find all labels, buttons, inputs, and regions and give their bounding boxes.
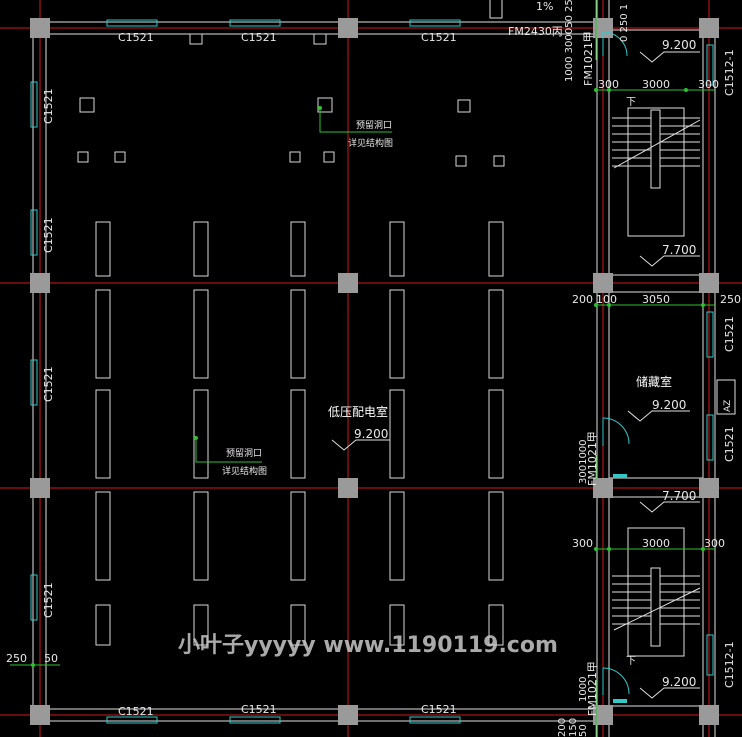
window-label-top-3: C1521 [421, 31, 457, 44]
room-label-storage: 储藏室 [636, 374, 672, 389]
watermark: 小叶子yyyyy www.1190119.com [178, 633, 558, 658]
stair-top [612, 107, 701, 237]
elevation-stair-top-a: 9.200 [662, 38, 696, 52]
az-box [716, 379, 736, 415]
dim-storage-right: 250 [720, 293, 741, 306]
stair-down-top: 下 [626, 97, 636, 108]
window-label-top-1: C1521 [118, 31, 154, 44]
window-label-right-2: C1521 [723, 426, 736, 462]
door-label-fm-bottom: FM1021甲 [586, 661, 599, 716]
window-label-top-2: C1521 [241, 31, 277, 44]
door-swings [602, 31, 630, 695]
room-label-main: 低压配电室 [328, 404, 388, 419]
dim-stair-top-mid: 3000 [642, 78, 670, 91]
slope-label: 1% [536, 0, 553, 13]
window-label-far-right-2: C1512-1 [723, 641, 736, 688]
window-label-bottom-3: C1521 [421, 703, 457, 716]
dim-vertical-top: 1000 300050 250 [564, 0, 575, 82]
dimension-lines [10, 0, 715, 737]
window-label-right-1: C1521 [723, 316, 736, 352]
door-label-fm-top: FM1021甲 [582, 31, 595, 86]
dim-storage-left: 200 [572, 293, 593, 306]
dim-vertical-bot: 1000 [578, 677, 589, 702]
window-label-left-3: C1521 [42, 366, 55, 402]
dim-left-250: 250 [6, 652, 27, 665]
dim-left-50: 50 [44, 652, 58, 665]
note-ref-1: 详见结构图 [348, 137, 393, 149]
window-label-bottom-1: C1521 [118, 705, 154, 718]
elevation-stair-bot-a: 7.700 [662, 489, 696, 503]
window-label-left-4: C1521 [42, 582, 55, 618]
elevation-main: 9.200 [354, 427, 388, 441]
windows [30, 19, 714, 724]
dim-stair-bot-mid: 3000 [642, 537, 670, 550]
dim-vertical-top-2: 0 250 1 [619, 4, 630, 42]
note-reserve-2: 预留洞口 [226, 447, 262, 459]
dim-vertical-mid: 3001000 [578, 439, 589, 484]
window-label-bottom-2: C1521 [241, 703, 277, 716]
door-label-fire: FM2430丙 [508, 25, 563, 38]
columns [30, 18, 719, 725]
window-label-left-1: C1521 [42, 88, 55, 124]
trench-openings [95, 221, 504, 646]
walls [32, 0, 716, 737]
dim-storage-mid: 3050 [642, 293, 670, 306]
dim-stair-bot-right: 300 [704, 537, 725, 550]
dim-vertical-bot-2: 200 [557, 718, 568, 737]
dim-stair-top-right: 300 [698, 78, 719, 91]
stair-bottom [612, 527, 701, 657]
elevation-stair-top-b: 7.700 [662, 243, 696, 257]
elevation-storage: 9.200 [652, 398, 686, 412]
elevation-stair-bot-b: 9.200 [662, 675, 696, 689]
note-ref-2: 详见结构图 [222, 465, 267, 477]
small-openings [77, 33, 505, 167]
note-reserve-1: 预留洞口 [356, 119, 392, 131]
dim-stair-top-left: 300 [598, 78, 619, 91]
door-markers [613, 474, 627, 703]
door-label-fm-mid: FM1021甲 [586, 431, 599, 486]
window-label-far-right-1: C1512-1 [723, 49, 736, 96]
dim-storage-left2: 100 [596, 293, 617, 306]
stair-down-bot: 下 [626, 656, 636, 667]
dimension-ticks [31, 88, 705, 667]
az-label: AZ [723, 400, 733, 412]
elevation-symbols [331, 51, 700, 699]
window-label-left-2: C1521 [42, 217, 55, 253]
dim-stair-bot-left: 300 [572, 537, 593, 550]
dim-vertical-bot-3: 150 [568, 718, 579, 737]
dim-vertical-bot-4: 50 [578, 724, 589, 737]
